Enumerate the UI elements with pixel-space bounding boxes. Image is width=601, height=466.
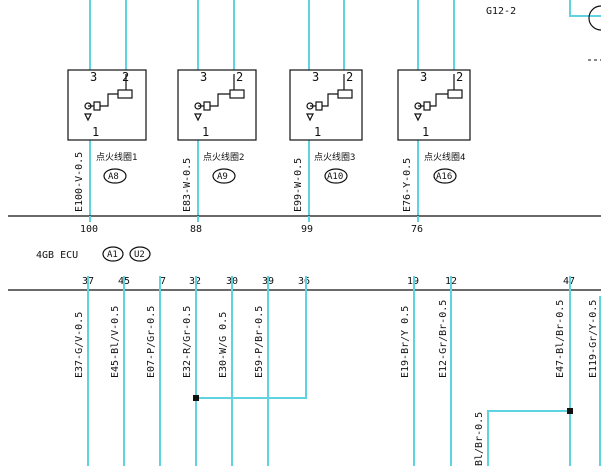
ecu-wire-label: E19-Br/Y 0.5 xyxy=(400,306,411,378)
wire-bottom-stub xyxy=(487,410,570,466)
coil-name: 点火线圈4 xyxy=(424,151,465,163)
coil-badge-text: A16 xyxy=(436,172,452,182)
coil-badge xyxy=(212,168,236,184)
pin-number: 76 xyxy=(411,224,423,235)
resistor-icon xyxy=(423,101,431,111)
coil-name: 点火线圈1 xyxy=(96,151,137,163)
diode-icon xyxy=(194,113,202,122)
coil-badge-text: A8 xyxy=(108,172,119,182)
ecu-badge xyxy=(102,246,124,262)
resistor-icon xyxy=(93,101,101,111)
ecu-label: 4GB ECU xyxy=(36,250,78,261)
coil-box xyxy=(289,69,363,141)
ecu-wire-label: E45-Bl/V-0.5 xyxy=(110,306,121,378)
pin-number: 88 xyxy=(190,224,202,235)
coil-pin-1: 1 xyxy=(202,125,209,139)
diode-icon xyxy=(414,113,422,122)
coil-pin-2: 2 xyxy=(346,70,353,84)
coil-wire-label: E83-W-0.5 xyxy=(182,158,193,212)
coil-pin-3: 3 xyxy=(420,70,427,84)
diode-icon xyxy=(84,113,92,122)
spark-icon xyxy=(84,102,92,110)
coil-wire-label: E76-Y-0.5 xyxy=(402,158,413,212)
coil-badge-text: A9 xyxy=(217,172,228,182)
pin-number: 99 xyxy=(301,224,313,235)
coil-name: 点火线圈2 xyxy=(203,151,244,163)
connector-ref-arc xyxy=(588,5,601,31)
ecu-badge-text: U2 xyxy=(134,250,145,260)
coil-badge-text: A10 xyxy=(327,172,343,182)
junction-dot xyxy=(567,408,573,414)
coil-box xyxy=(67,69,147,141)
ecu-wire-label: E32-R/Gr-0.5 xyxy=(182,306,193,378)
ecu-wire-label: E119-Gr/Y-0.5 xyxy=(588,300,599,378)
resistor-icon xyxy=(315,101,323,111)
ecu-wire-label: E07-P/Gr-0.5 xyxy=(146,306,157,378)
coil-pin-1: 1 xyxy=(314,125,321,139)
coil-winding-icon xyxy=(337,89,353,99)
ecu-wire-label: E59-P/Br-0.5 xyxy=(254,306,265,378)
spark-icon xyxy=(194,102,202,110)
pin-number: 36 xyxy=(298,276,310,287)
ecu-wire-label: E47-Bl/Br-0.5 xyxy=(555,300,566,378)
ecu-wire-label: E30-W/G 0.5 xyxy=(218,312,229,378)
ecu-badge xyxy=(129,246,151,262)
diode-icon xyxy=(306,113,314,122)
ecu-wire-label: E37-G/V-0.5 xyxy=(74,312,85,378)
coil-pin-3: 3 xyxy=(312,70,319,84)
pin-number: 100 xyxy=(80,224,98,235)
coil-3: 3 2 1 xyxy=(289,69,363,141)
coil-pin-3: 3 xyxy=(200,70,207,84)
coil-badge xyxy=(103,168,127,184)
wire-top-right xyxy=(569,0,601,17)
coil-wire-label: E99-W-0.5 xyxy=(293,158,304,212)
coil-badge xyxy=(433,168,457,184)
coil-badge xyxy=(324,168,348,184)
junction-dot xyxy=(193,395,199,401)
ecu-wire-label: E12-Gr/Br-0.5 xyxy=(438,300,449,378)
coil-pin-1: 1 xyxy=(92,125,99,139)
coil-2: 3 2 1 xyxy=(177,69,257,141)
coil-1: 3 2 1 xyxy=(67,69,147,141)
coil-pin-3: 3 xyxy=(90,70,97,84)
wire-ecu-36 xyxy=(196,276,307,399)
spark-icon xyxy=(306,102,314,110)
coil-winding-icon xyxy=(447,89,463,99)
coil-wire-label: E100-V-0.5 xyxy=(74,152,85,212)
coil-pin-2: 2 xyxy=(236,70,243,84)
spark-icon xyxy=(414,102,422,110)
coil-winding-icon xyxy=(117,89,133,99)
coil-pin-2: 2 xyxy=(456,70,463,84)
resistor-icon xyxy=(203,101,211,111)
coil-pin-1: 1 xyxy=(422,125,429,139)
coil-box xyxy=(397,69,471,141)
connector-ref: G12-2 xyxy=(486,6,516,17)
coil-name: 点火线圈3 xyxy=(314,151,355,163)
pin-number: 7 xyxy=(160,276,166,287)
ecu-badge-text: A1 xyxy=(107,250,118,260)
coil-4: 3 2 1 xyxy=(397,69,471,141)
coil-winding-icon xyxy=(229,89,245,99)
coil-box xyxy=(177,69,257,141)
ecu-wire-label: Bl/Br-0.5 xyxy=(474,412,485,466)
